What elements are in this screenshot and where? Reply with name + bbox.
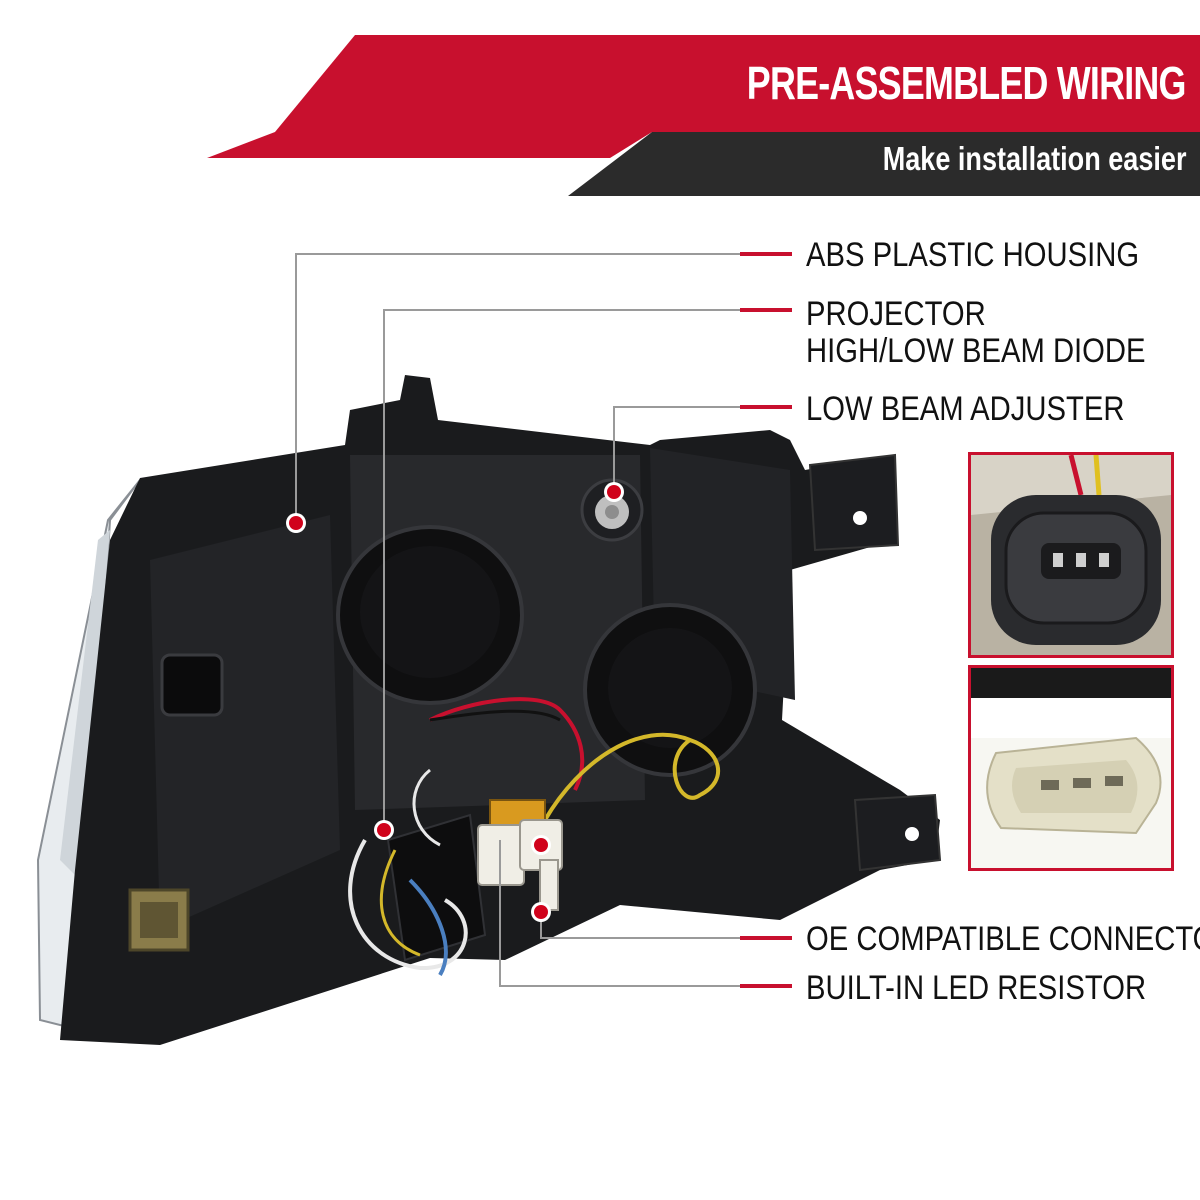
header-banner — [207, 35, 1200, 196]
connector-inset-white — [968, 665, 1174, 871]
connector-inset-dark — [968, 452, 1174, 658]
marker-dot-icon — [374, 820, 394, 840]
subtitle-banner-dark — [568, 132, 1200, 196]
page-title: PRE-ASSEMBLED WIRING — [747, 57, 1187, 109]
callout-low-beam-adjuster: LOW BEAM ADJUSTER — [806, 390, 1125, 428]
callout-projector-line1: PROJECTOR — [806, 295, 986, 333]
marker-dot-icon — [604, 482, 624, 502]
callout-led-resistor: BUILT-IN LED RESISTOR — [806, 969, 1147, 1007]
title-banner-red — [275, 35, 1200, 132]
callout-abs-housing: ABS PLASTIC HOUSING — [806, 236, 1140, 274]
callout-oe-connectors: OE COMPATIBLE CONNECTORS — [806, 920, 1200, 958]
marker-dot-icon — [286, 513, 306, 533]
marker-dot-icon — [531, 835, 551, 855]
callout-projector-line2: HIGH/LOW BEAM DIODE — [806, 332, 1146, 370]
marker-dot-icon — [531, 902, 551, 922]
page-subtitle: Make installation easier — [882, 140, 1186, 177]
